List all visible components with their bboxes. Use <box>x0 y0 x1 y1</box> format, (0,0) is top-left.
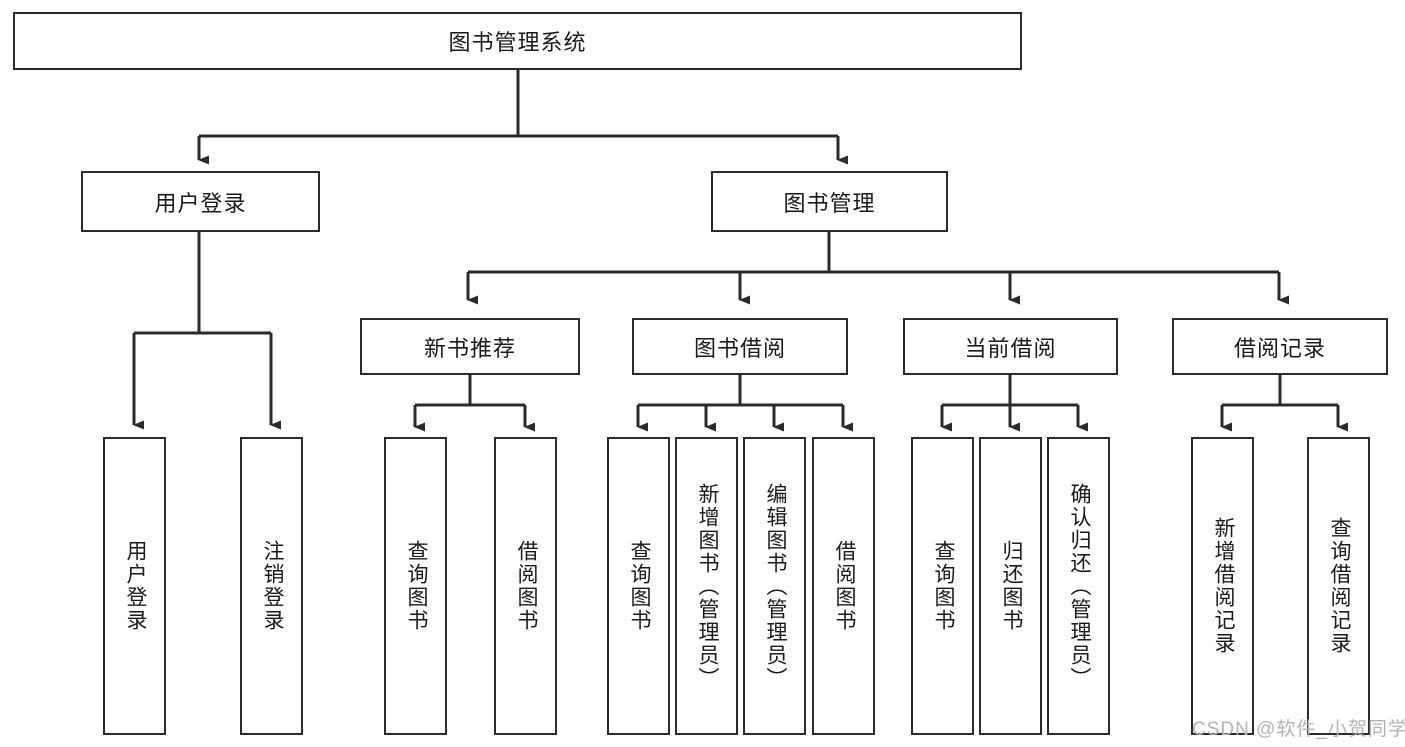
leaf-user-login-label: 用户登录 <box>123 540 147 632</box>
leaf-query-book-1[interactable]: 查询图书 <box>384 437 447 735</box>
leaf-edit-book[interactable]: 编辑图书（管理员） <box>743 437 806 735</box>
leaf-add-book[interactable]: 新增图书（管理员） <box>675 437 738 735</box>
leaf-borrow-book-2[interactable]: 借阅图书 <box>812 437 875 735</box>
leaf-query-book-2-label: 查询图书 <box>627 540 651 632</box>
leaf-add-record-label: 新增借阅记录 <box>1211 517 1235 655</box>
leaf-query-book-2[interactable]: 查询图书 <box>607 437 670 735</box>
leaf-return-book-label: 归还图书 <box>999 540 1023 632</box>
leaf-query-book-3-label: 查询图书 <box>931 540 955 632</box>
leaf-confirm-return-label: 确认归还（管理员） <box>1067 482 1091 690</box>
leaf-user-logout[interactable]: 注销登录 <box>240 437 303 735</box>
leaf-return-book[interactable]: 归还图书 <box>979 437 1042 735</box>
node-book-borrow-label: 图书借阅 <box>693 335 786 361</box>
node-root-label: 图书管理系统 <box>448 30 587 55</box>
leaf-query-book-3[interactable]: 查询图书 <box>911 437 974 735</box>
leaf-user-logout-label: 注销登录 <box>260 540 284 632</box>
leaf-confirm-return[interactable]: 确认归还（管理员） <box>1047 437 1110 735</box>
node-borrow-record[interactable]: 借阅记录 <box>1172 318 1388 375</box>
node-root[interactable]: 图书管理系统 <box>13 12 1022 70</box>
node-new-book-rec-label: 新书推荐 <box>423 335 516 361</box>
node-borrow-record-label: 借阅记录 <box>1233 335 1326 361</box>
node-user-login[interactable]: 用户登录 <box>81 171 320 232</box>
leaf-user-login[interactable]: 用户登录 <box>103 437 166 735</box>
node-current-borrow[interactable]: 当前借阅 <box>903 318 1118 375</box>
leaf-borrow-book-1[interactable]: 借阅图书 <box>494 437 557 735</box>
leaf-query-record-label: 查询借阅记录 <box>1327 517 1351 655</box>
node-book-manage[interactable]: 图书管理 <box>711 171 948 232</box>
leaf-borrow-book-1-label: 借阅图书 <box>514 540 538 632</box>
node-user-login-label: 用户登录 <box>154 190 247 216</box>
node-book-borrow[interactable]: 图书借阅 <box>632 318 848 375</box>
node-book-manage-label: 图书管理 <box>783 190 876 216</box>
leaf-query-book-1-label: 查询图书 <box>404 540 428 632</box>
leaf-edit-book-label: 编辑图书（管理员） <box>763 482 787 690</box>
leaf-add-book-label: 新增图书（管理员） <box>695 482 719 690</box>
node-new-book-rec[interactable]: 新书推荐 <box>360 318 580 375</box>
leaf-add-record[interactable]: 新增借阅记录 <box>1191 437 1254 735</box>
leaf-query-record[interactable]: 查询借阅记录 <box>1307 437 1370 735</box>
node-current-borrow-label: 当前借阅 <box>964 335 1057 361</box>
leaf-borrow-book-2-label: 借阅图书 <box>832 540 856 632</box>
